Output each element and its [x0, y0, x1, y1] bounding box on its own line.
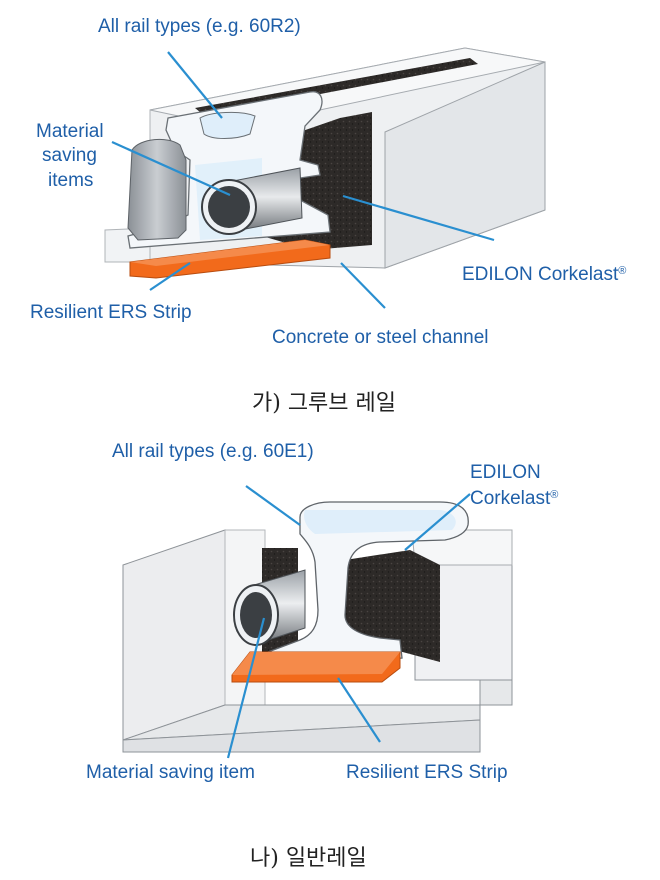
label-ers-strip: Resilient ERS Strip [346, 762, 508, 783]
label-corkelast-1: EDILON [470, 462, 541, 483]
standard-rail-figure: All rail types (e.g. 60E1) EDILON Corkel… [86, 441, 558, 871]
material-saving-pipe [233, 569, 306, 646]
label-corkelast: EDILON Corkelast® [462, 264, 626, 285]
material-saving-pipe [201, 167, 303, 235]
caption-groove-rail: 가) 그루브 레일 [252, 391, 396, 416]
caption-standard-rail: 나) 일반레일 [250, 846, 367, 871]
leader-lines [111, 51, 495, 309]
standard-rail [267, 501, 469, 669]
label-material-saving-1: Material [36, 121, 104, 142]
groove-rail-figure: All rail types (e.g. 60R2) Material savi… [30, 16, 626, 416]
label-corkelast-2: Corkelast® [470, 488, 558, 509]
label-material-saving-3: items [48, 170, 93, 191]
label-rail-types: All rail types (e.g. 60E1) [112, 441, 314, 462]
label-ers-strip: Resilient ERS Strip [30, 302, 192, 323]
label-rail-types: All rail types (e.g. 60R2) [98, 16, 301, 37]
leader-lines [226, 485, 471, 759]
ers-strip [231, 651, 401, 683]
label-material-saving: Material saving item [86, 762, 255, 783]
material-saving-filler [127, 138, 187, 241]
label-channel: Concrete or steel channel [272, 327, 489, 348]
label-material-saving-2: saving [42, 145, 97, 166]
